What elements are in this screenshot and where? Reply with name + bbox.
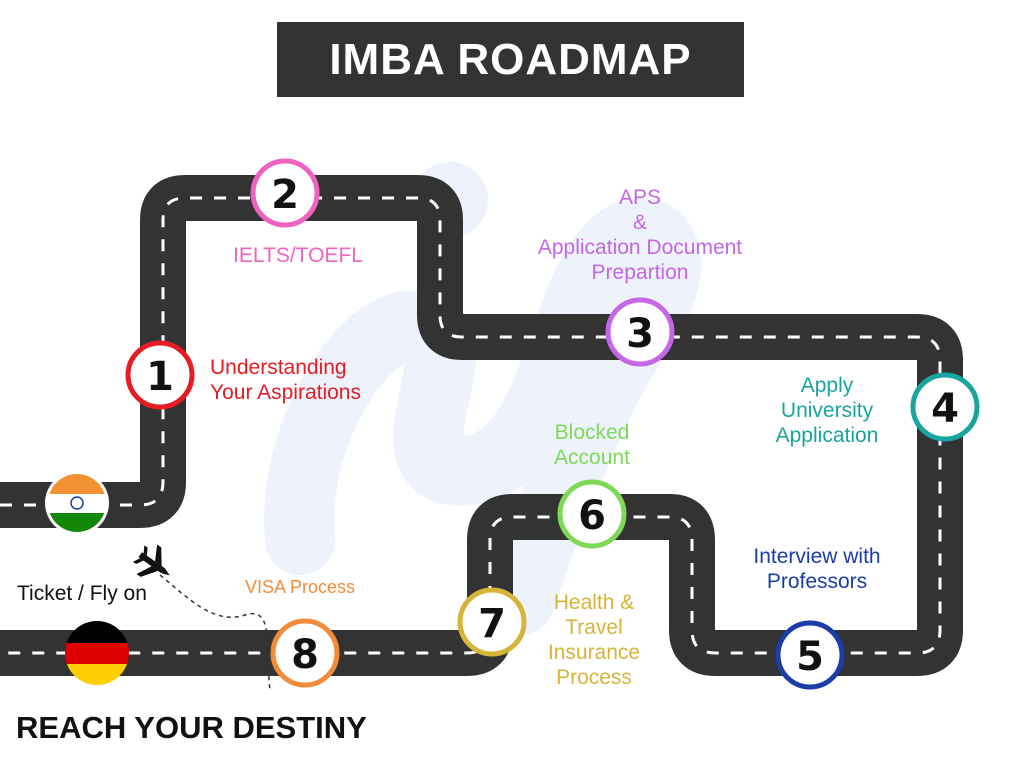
step-1-circle [125,340,195,410]
step-badges: 1 2 3 4 5 6 7 8 [125,158,980,690]
step-8-label-line: VISA Process [245,577,356,597]
step-6-badge: 6 [557,479,627,549]
step-2-badge: 2 [250,158,320,228]
step-2-number: 2 [271,172,299,218]
step-1-label-line: Understanding [210,356,347,379]
ticket-fly-text: Ticket / Fly on [17,582,147,605]
step-5-label-line: Interview with [753,545,881,568]
step-2-label: IELTS/TOEFL [218,243,378,268]
step-4-label-line: Apply [800,374,854,397]
step-4-label-line: Application [775,424,879,447]
germany-flag-icon [65,621,129,685]
road-dashes [0,196,942,655]
step-1-label-line: Your Aspirations [210,381,361,404]
step-4-badge: 4 [910,372,980,442]
step-5-badge: 5 [775,620,845,690]
step-2-label-line: IELTS/TOEFL [233,244,363,267]
step-7-circle [457,587,527,657]
step-3-badge: 3 [605,297,675,367]
step-3-label-line: Prepartion [591,261,689,284]
step-7-label-line: Process [556,666,632,689]
india-flag-icon [45,471,109,535]
step-2-circle [250,158,320,228]
step-4-number: 4 [931,386,959,432]
step-7-label-line: Travel [565,616,623,639]
step-3-label-line: APS [618,186,662,209]
step-4-label-line: University [780,399,874,422]
flight-path [159,574,271,691]
step-7-label-line: Insurance [547,641,641,664]
step-5-label-line: Professors [766,570,868,593]
footer-slogan: REACH YOUR DESTINY [16,710,367,745]
airplane-icon [132,544,170,577]
step-8-label: VISA Process [245,577,355,598]
step-5-number: 5 [796,634,824,680]
step-6-circle [557,479,627,549]
step-7-badge: 7 [457,587,527,657]
step-5-circle [775,620,845,690]
step-3-label-line: & [632,211,647,234]
step-1-badge: 1 [125,340,195,410]
step-6-label-line: Account [554,446,630,469]
step-4-circle [910,372,980,442]
step-8-circle [270,618,340,688]
step-7-number: 7 [478,601,506,647]
step-1-number: 1 [146,354,174,400]
step-3-label-line: Application Document [537,236,743,259]
step-7-label-line: Health & [553,591,635,614]
step-3-number: 3 [626,311,654,357]
step-8-badge: 8 [270,618,340,688]
page-title: IMBA ROADMAP [277,22,744,97]
step-6-number: 6 [578,493,606,539]
step-3-circle [605,297,675,367]
step-6-label-line: Blocked [554,421,630,444]
step-8-number: 8 [291,632,319,678]
